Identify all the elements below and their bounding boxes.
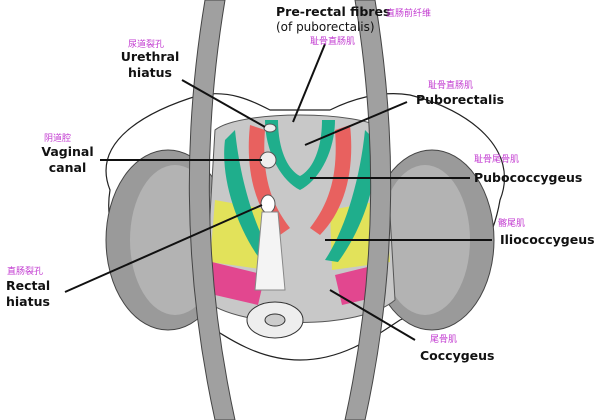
rectal-hiatus-zh-label: 直肠裂孔	[7, 267, 44, 277]
coccygeus-zh-label: 尾骨肌	[430, 335, 458, 345]
pubococcygeus-muscle	[224, 130, 275, 262]
puborectalis-muscle	[248, 125, 290, 235]
pubococcygeus-zh-label: 耻骨尾骨肌	[474, 155, 520, 165]
rectal-line2: hiatus	[6, 294, 50, 309]
prerectal-fibres-label: Pre-rectal fibres	[276, 4, 391, 19]
coccygeus-muscle	[212, 262, 265, 305]
pubococcygeus-label: Pubococcygeus	[474, 170, 583, 185]
rectal-line1: Rectal	[6, 278, 51, 293]
rectal-hiatus	[260, 194, 276, 214]
prerectal-fibres-sublabel: (of puborectalis)	[276, 20, 375, 34]
right-pubic-ramus	[344, 0, 392, 420]
vaginal-line1: Vaginal	[41, 144, 94, 159]
urethral-hiatus-zh-label: 尿道裂孔	[128, 40, 165, 50]
left-pubic-ramus	[188, 0, 236, 420]
vaginal-canal-opening	[259, 151, 277, 169]
leader-lines	[64, 43, 492, 341]
prerectal-fibres-zh-label: 直肠前纤维	[386, 9, 432, 19]
vaginal-line2: canal	[48, 160, 87, 175]
iliococcygeus-zh-label: 髂尾肌	[498, 219, 526, 229]
prerectal-puborectalis-zh-label: 耻骨直肠肌	[310, 37, 356, 47]
vaginal-canal-zh-label: 阴道腔	[44, 134, 72, 144]
puborectalis-label: Puborectalis	[416, 92, 505, 107]
coccygeus-label: Coccygeus	[420, 348, 495, 363]
urethral-line1: Urethral	[120, 49, 180, 64]
urethral-hiatus	[263, 123, 277, 133]
urethral-line2: hiatus	[128, 65, 172, 80]
iliococcygeus-muscle	[210, 200, 270, 270]
iliococcygeus-label: Iliococcygeus	[500, 232, 595, 247]
puborectalis-zh-label: 耻骨直肠肌	[428, 81, 474, 91]
